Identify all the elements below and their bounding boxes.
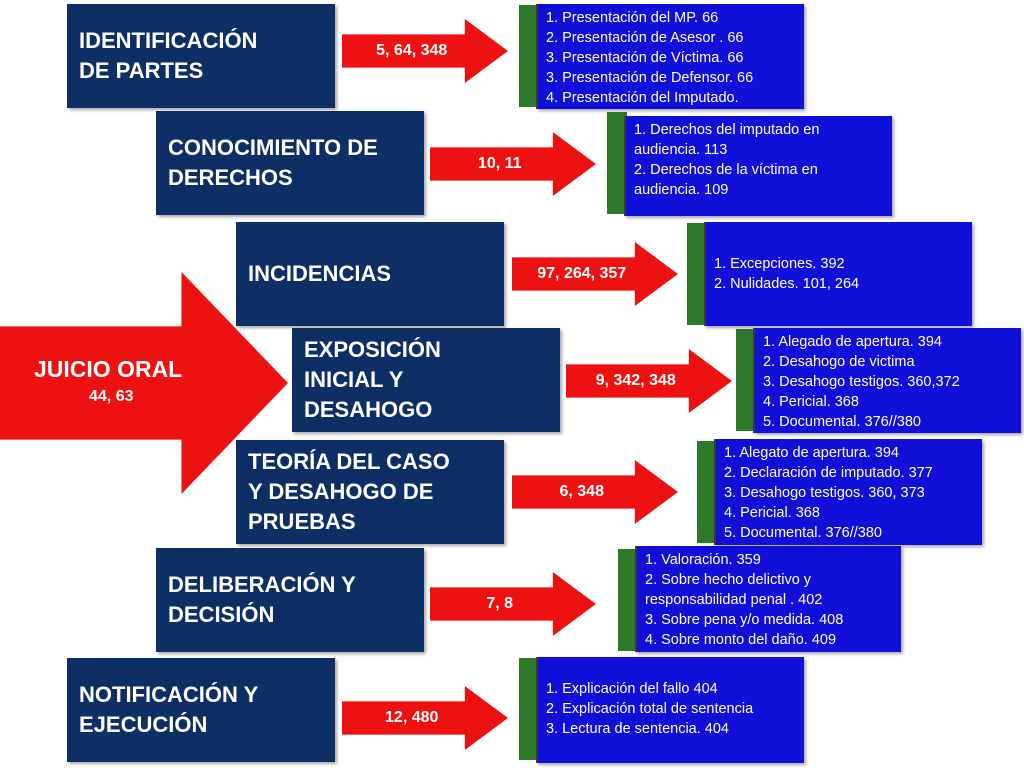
stage-identificacion: IDENTIFICACIÓN DE PARTES [67,4,335,108]
detail-item: 2. Desahogo de victima [763,354,915,370]
stage-arrow: 5, 64, 348 [342,19,508,83]
stage-title: INCIDENCIAS [248,261,392,286]
stage-exposicion: EXPOSICIÓN INICIAL Y DESAHOGO [292,328,560,432]
stage-arrow: 97, 264, 357 [512,242,678,306]
detail-item: 1. Alegado de apertura. 394 [763,334,942,350]
detail-box-deliberacion: 1. Valoración. 359 2. Sobre hecho delict… [635,546,901,652]
detail-item: 1. Valoración. 359 [645,552,761,568]
stage-title: IDENTIFICACIÓN DE PARTES [79,28,258,83]
detail-item: 1. Presentación del MP. 66 [546,10,719,26]
detail-item: 4. Sobre monto del daño. 409 [645,632,837,648]
detail-item: 1. Explicación del fallo 404 [546,681,718,697]
stage-incidencias: INCIDENCIAS [236,222,504,326]
detail-item: 3. Desahogo testigos. 360,372 [763,374,960,390]
detail-box-incidencias: 1. Excepciones. 392 2. Nulidades. 101, 2… [704,222,972,326]
detail-box-exposicion: 1. Alegado de apertura. 394 2. Desahogo … [753,328,1021,433]
detail-box-identificacion: 1. Presentación del MP. 66 2. Presentaci… [536,4,804,109]
stage-tab [607,112,627,214]
stage-arrow: 12, 480 [342,686,508,750]
main-title: JUICIO ORAL [34,356,183,382]
stage-tab [736,329,756,431]
stage-arrow: 7, 8 [430,572,596,636]
stage-title: DELIBERACIÓN Y DECISIÓN [168,572,356,627]
detail-box-teoria: 1. Alegato de apertura. 394 2. Declaraci… [714,439,982,545]
stage-title: CONOCIMIENTO DE DERECHOS [168,135,378,190]
detail-item: 1. Alegato de apertura. 394 [724,445,899,461]
stage-tab [519,5,539,107]
stage-tab [687,223,707,325]
detail-item: 3. Desahogo testigos. 360, 373 [724,485,925,501]
detail-item: 2. Nulidades. 101, 264 [714,276,860,292]
detail-item: 2. Presentación de Asesor . 66 [546,30,744,46]
stage-title: EXPOSICIÓN INICIAL Y DESAHOGO [304,337,441,422]
stage-deliberacion: DELIBERACIÓN Y DECISIÓN [156,548,424,652]
detail-box-notificacion: 1. Explicación del fallo 404 2. Explicac… [536,657,804,763]
stage-tab [618,549,638,651]
stage-tab [519,658,539,760]
stage-arrow: 10, 11 [430,132,596,196]
detail-item: 4. Presentación del Imputado. [546,90,739,106]
stage-articles: 7, 8 [486,595,514,612]
detail-item: 5. Documental. 376//380 [724,525,882,541]
stage-arrow: 6, 348 [512,460,678,524]
detail-item: 1. Derechos del imputado en audiencia. 1… [634,122,820,158]
stage-articles: 97, 264, 357 [537,265,627,282]
detail-item: 3. Presentación de Víctima. 66 [546,50,744,66]
detail-item: 3. Presentación de Defensor. 66 [546,70,754,86]
detail-item: 2. Explicación total de sentencia [546,701,754,717]
stage-arrow: 9, 342, 348 [566,349,732,413]
stage-title: NOTIFICACIÓN Y EJECUCIÓN [79,682,259,737]
stage-articles: 6, 348 [559,483,604,500]
detail-box-conocimiento: 1. Derechos del imputado en audiencia. 1… [624,116,892,216]
stage-teoria: TEORÍA DEL CASO Y DESAHOGO DE PRUEBAS [236,440,504,544]
detail-item: 2. Derechos de la víctima en audiencia. … [634,162,818,198]
stage-tab [697,441,717,543]
detail-item: 2. Declaración de imputado. 377 [724,465,933,481]
stage-articles: 10, 11 [477,155,522,172]
stage-title: TEORÍA DEL CASO Y DESAHOGO DE PRUEBAS [248,449,450,534]
detail-item: 1. Excepciones. 392 [714,256,845,272]
detail-item: 3. Sobre pena y/o medida. 408 [645,612,844,628]
stage-conocimiento: CONOCIMIENTO DE DERECHOS [156,111,424,215]
detail-item: 5. Documental. 376//380 [763,414,921,430]
main-articles: 44, 63 [89,388,134,405]
stage-articles: 12, 480 [385,709,439,726]
detail-item: 4. Pericial. 368 [724,505,820,521]
detail-item: 3. Lectura de sentencia. 404 [546,721,729,737]
detail-item: 2. Sobre hecho delictivo y responsabilid… [645,572,823,608]
detail-item: 4. Pericial. 368 [763,394,859,410]
stage-articles: 5, 64, 348 [376,42,448,59]
stage-articles: 9, 342, 348 [595,372,676,389]
stage-notificacion: NOTIFICACIÓN Y EJECUCIÓN [67,658,335,762]
